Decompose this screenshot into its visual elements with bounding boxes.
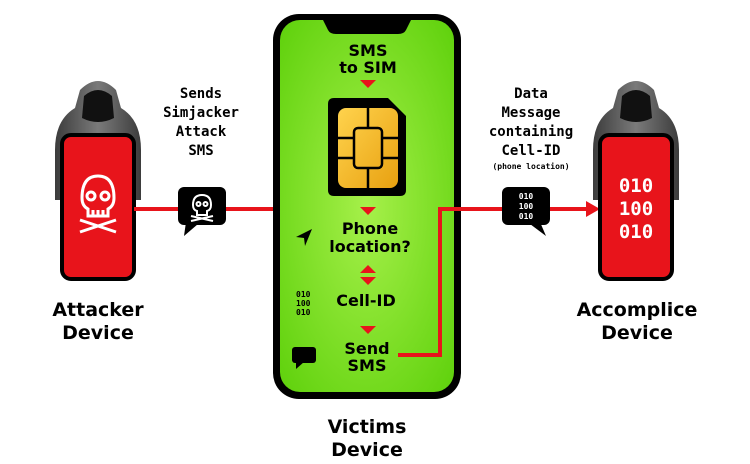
attack-message-line2: Simjacker bbox=[163, 105, 239, 121]
accomplice-label-line2: Device bbox=[601, 322, 673, 344]
sim-label-line1: SMS bbox=[349, 41, 388, 60]
down-arrow-3 bbox=[360, 277, 376, 285]
data-binary-line3: 010 bbox=[519, 212, 534, 221]
cellid-binary-line2: 100 bbox=[296, 299, 311, 308]
binary-message-icon: 010 100 010 bbox=[502, 187, 550, 236]
cellid-binary-line1: 010 bbox=[296, 290, 311, 299]
cellid-label: Cell-ID bbox=[336, 291, 395, 310]
victim-notch bbox=[323, 20, 411, 34]
sim-card-icon bbox=[328, 98, 406, 196]
accomplice-binary-line2: 100 bbox=[619, 198, 653, 220]
attacker-label-line2: Device bbox=[62, 322, 134, 344]
send-line1: Send bbox=[344, 339, 389, 358]
navigation-arrow-icon bbox=[296, 229, 312, 246]
location-line2: location? bbox=[329, 237, 411, 256]
data-arrowhead bbox=[586, 201, 600, 217]
data-message-line4: Cell-ID bbox=[501, 143, 560, 159]
accomplice-binary-line3: 010 bbox=[619, 221, 653, 243]
data-message-line2: Message bbox=[501, 105, 560, 121]
accomplice-face-shadow bbox=[620, 90, 652, 122]
send-line2: SMS bbox=[348, 356, 387, 375]
down-arrow-1 bbox=[360, 80, 376, 88]
attack-message-line4: SMS bbox=[188, 143, 213, 159]
chat-bubble-icon bbox=[292, 347, 316, 369]
data-message-line3: containing bbox=[489, 124, 573, 140]
attack-message-line1: Sends bbox=[180, 86, 222, 102]
victim-phone bbox=[273, 14, 461, 399]
data-message-note: (phone location) bbox=[492, 161, 569, 171]
attack-message-text: Sends Simjacker Attack SMS bbox=[163, 86, 239, 159]
location-line1: Phone bbox=[342, 219, 399, 238]
accomplice-label-line1: Accomplice bbox=[577, 299, 698, 321]
data-binary-line1: 010 bbox=[519, 192, 534, 201]
attacker-phone bbox=[60, 133, 136, 281]
skull-icon bbox=[79, 174, 117, 234]
attacker-figure bbox=[55, 81, 141, 281]
victim-label-line2: Device bbox=[331, 439, 403, 461]
victim-screen bbox=[280, 20, 454, 392]
skull-message-icon bbox=[178, 187, 226, 236]
attacker-label-line1: Attacker bbox=[52, 299, 144, 321]
cellid-binary-line3: 010 bbox=[296, 308, 311, 317]
sim-label-line2: to SIM bbox=[339, 58, 397, 77]
down-arrow-4 bbox=[360, 326, 376, 334]
accomplice-figure: 010 100 010 bbox=[593, 81, 679, 281]
up-arrow bbox=[360, 265, 376, 273]
victim-label-line1: Victims bbox=[328, 416, 407, 438]
data-message-text: Data Message containing Cell-ID (phone l… bbox=[489, 86, 573, 171]
accomplice-phone bbox=[598, 133, 674, 281]
down-arrow-2 bbox=[360, 207, 376, 215]
cellid-binary: 010 100 010 bbox=[296, 290, 311, 317]
attack-message-line3: Attack bbox=[176, 124, 227, 140]
accomplice-binary-line1: 010 bbox=[619, 175, 653, 197]
attacker-face-shadow bbox=[82, 90, 114, 122]
data-binary-line2: 100 bbox=[519, 202, 534, 211]
data-message-line1: Data bbox=[514, 86, 548, 102]
